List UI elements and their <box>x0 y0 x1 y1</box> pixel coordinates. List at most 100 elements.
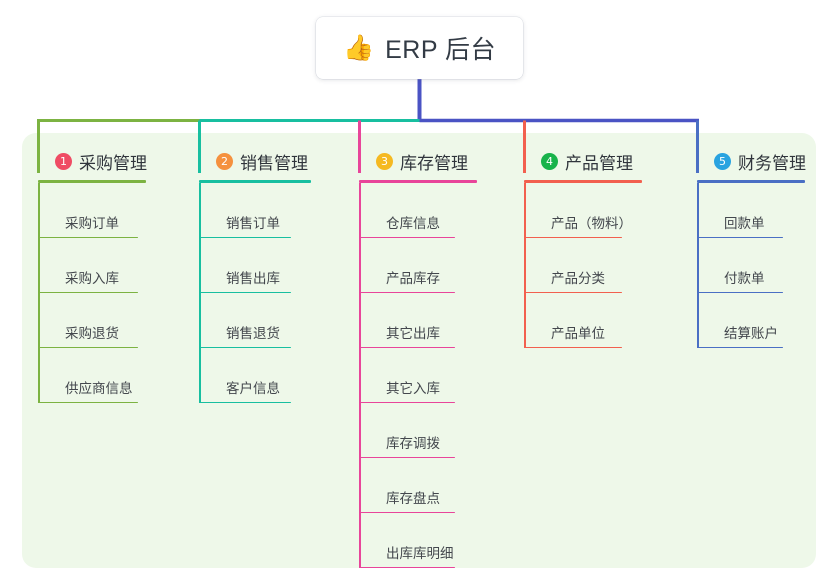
menu-item-underline <box>38 346 138 348</box>
menu-item-label: 销售出库 <box>226 271 280 286</box>
menu-item-label: 库存盘点 <box>386 491 440 506</box>
menu-item[interactable]: 供应商信息 <box>38 348 147 403</box>
branch-spine-4 <box>524 183 526 348</box>
menu-item-underline <box>359 511 455 513</box>
menu-item-label: 结算账户 <box>724 326 778 341</box>
menu-item-label: 产品库存 <box>386 271 440 286</box>
thumbs-up-icon: 👍 <box>342 33 375 62</box>
menu-item[interactable]: 采购入库 <box>38 238 147 293</box>
category-header-1[interactable]: 1 采购管理 <box>38 148 147 174</box>
item-list-5: 回款单付款单结算账户 <box>697 183 806 348</box>
menu-item-underline <box>38 401 138 403</box>
menu-item-underline <box>359 456 455 458</box>
category-badge-2: 2 <box>216 152 233 170</box>
menu-item[interactable]: 付款单 <box>697 238 806 293</box>
root-title: ERP 后台 <box>385 36 497 64</box>
menu-item-underline <box>697 291 783 293</box>
menu-item[interactable]: 采购退货 <box>38 293 147 348</box>
menu-item-underline <box>524 291 622 293</box>
menu-item-underline <box>359 401 455 403</box>
item-list-2: 销售订单销售出库销售退货客户信息 <box>199 183 311 403</box>
menu-item[interactable]: 产品单位 <box>524 293 642 348</box>
item-list-4: 产品（物料） 产品分类产品单位 <box>524 183 642 348</box>
category-header-3[interactable]: 3 库存管理 <box>359 148 477 174</box>
category-title-2: 销售管理 <box>240 153 308 173</box>
category-badge-1: 1 <box>55 152 72 170</box>
category-underline-5 <box>697 180 805 183</box>
menu-item-underline <box>524 236 622 238</box>
item-list-3: 仓库信息产品库存其它出库其它入库库存调拨库存盘点出库库明细 <box>359 183 477 568</box>
menu-item-underline <box>38 236 138 238</box>
category-title-3: 库存管理 <box>400 153 468 173</box>
menu-item-underline <box>199 401 291 403</box>
menu-item-label: 付款单 <box>724 271 765 286</box>
menu-item-label: 采购订单 <box>65 216 119 231</box>
menu-item-label: 销售退货 <box>226 326 280 341</box>
content-panel <box>22 133 816 568</box>
category-title-1: 采购管理 <box>79 153 147 173</box>
branch-spine-3 <box>359 183 361 568</box>
category-column-4: 4 产品管理产品（物料） 产品分类产品单位 <box>524 148 642 348</box>
menu-item[interactable]: 产品（物料） <box>524 183 642 238</box>
menu-item-label: 采购退货 <box>65 326 119 341</box>
menu-item-label: 产品单位 <box>551 326 605 341</box>
menu-item-label: 其它入库 <box>386 381 440 396</box>
menu-item[interactable]: 库存盘点 <box>359 458 477 513</box>
menu-item-underline <box>359 346 455 348</box>
menu-item[interactable]: 其它入库 <box>359 348 477 403</box>
menu-item-label: 仓库信息 <box>386 216 440 231</box>
menu-item-underline <box>697 236 783 238</box>
menu-item-underline <box>359 236 455 238</box>
category-column-2: 2 销售管理销售订单销售出库销售退货客户信息 <box>199 148 311 403</box>
category-badge-4: 4 <box>541 152 558 170</box>
menu-item-label: 库存调拨 <box>386 436 440 451</box>
menu-item[interactable]: 回款单 <box>697 183 806 238</box>
menu-item-label: 回款单 <box>724 216 765 231</box>
menu-item-label: 供应商信息 <box>65 381 133 396</box>
menu-item[interactable]: 销售退货 <box>199 293 311 348</box>
menu-item-underline <box>359 566 455 568</box>
category-title-4: 产品管理 <box>565 153 633 173</box>
item-list-1: 采购订单采购入库采购退货供应商信息 <box>38 183 147 403</box>
menu-item[interactable]: 销售出库 <box>199 238 311 293</box>
root-node[interactable]: 👍 ERP 后台 <box>316 17 523 79</box>
branch-spine-5 <box>697 183 699 348</box>
menu-item-label: 产品分类 <box>551 271 605 286</box>
menu-item[interactable]: 销售订单 <box>199 183 311 238</box>
menu-item[interactable]: 其它出库 <box>359 293 477 348</box>
category-underline-3 <box>359 180 477 183</box>
menu-item[interactable]: 出库库明细 <box>359 513 477 568</box>
category-header-2[interactable]: 2 销售管理 <box>199 148 311 174</box>
menu-item-underline <box>697 346 783 348</box>
menu-item-label: 客户信息 <box>226 381 280 396</box>
category-badge-3: 3 <box>376 152 393 170</box>
category-header-5[interactable]: 5 财务管理 <box>697 148 806 174</box>
menu-item-underline <box>359 291 455 293</box>
menu-item[interactable]: 库存调拨 <box>359 403 477 458</box>
category-title-5: 财务管理 <box>738 153 806 173</box>
menu-item-label: 出库库明细 <box>386 546 454 561</box>
menu-item-underline <box>199 346 291 348</box>
category-underline-4 <box>524 180 642 183</box>
menu-item-underline <box>199 236 291 238</box>
menu-item[interactable]: 仓库信息 <box>359 183 477 238</box>
category-underline-1 <box>38 180 146 183</box>
menu-item-label: 其它出库 <box>386 326 440 341</box>
menu-item-label: 产品（物料） <box>551 216 632 231</box>
menu-item[interactable]: 产品库存 <box>359 238 477 293</box>
category-column-5: 5 财务管理回款单付款单结算账户 <box>697 148 806 348</box>
branch-spine-1 <box>38 183 40 403</box>
menu-item[interactable]: 客户信息 <box>199 348 311 403</box>
menu-item[interactable]: 结算账户 <box>697 293 806 348</box>
category-header-4[interactable]: 4 产品管理 <box>524 148 642 174</box>
category-underline-2 <box>199 180 311 183</box>
menu-item-label: 采购入库 <box>65 271 119 286</box>
menu-item[interactable]: 采购订单 <box>38 183 147 238</box>
category-column-3: 3 库存管理仓库信息产品库存其它出库其它入库库存调拨库存盘点出库库明细 <box>359 148 477 568</box>
category-badge-5: 5 <box>714 152 731 170</box>
menu-item[interactable]: 产品分类 <box>524 238 642 293</box>
menu-item-underline <box>524 346 622 348</box>
menu-item-label: 销售订单 <box>226 216 280 231</box>
branch-spine-2 <box>199 183 201 403</box>
